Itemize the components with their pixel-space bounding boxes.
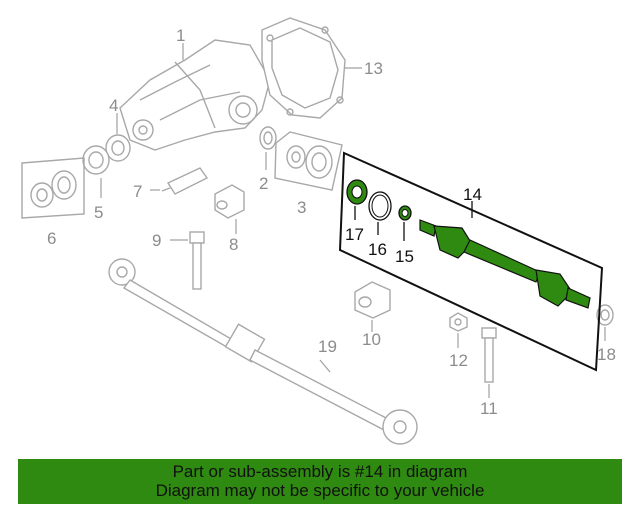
axle-shaft-assembly-14[interactable] <box>338 151 604 372</box>
driveshaft-19[interactable] <box>108 258 418 445</box>
callout-6: 6 <box>47 229 56 248</box>
sealant-tube-7[interactable] <box>161 167 209 195</box>
seal-4[interactable] <box>105 134 131 162</box>
info-banner: Part or sub-assembly is #14 in diagram D… <box>18 459 622 504</box>
bolt-11[interactable] <box>481 327 497 383</box>
callout-16: 16 <box>368 240 387 259</box>
differential-housing[interactable] <box>119 39 271 151</box>
callout-14: 14 <box>463 185 482 204</box>
callout-10: 10 <box>362 330 381 349</box>
seal-kit-3[interactable] <box>274 131 343 191</box>
banner-line-2: Diagram may not be specific to your vehi… <box>155 481 485 500</box>
banner-line-1: Part or sub-assembly is #14 in diagram <box>172 462 468 481</box>
callout-17: 17 <box>345 225 364 244</box>
cap-18[interactable] <box>596 304 614 326</box>
callout-9: 9 <box>152 231 161 250</box>
bearing-5[interactable] <box>82 145 110 175</box>
callout-8: 8 <box>229 235 238 254</box>
callout-11: 11 <box>480 399 498 418</box>
callout-7: 7 <box>133 182 142 201</box>
nut-12[interactable] <box>449 312 468 332</box>
bushing-8[interactable] <box>214 184 245 219</box>
callout-12: 12 <box>449 351 468 370</box>
callout-3: 3 <box>297 198 306 217</box>
callout-15: 15 <box>395 247 414 266</box>
callout-5: 5 <box>94 203 103 222</box>
callout-13: 13 <box>364 59 383 78</box>
bushing-10[interactable] <box>354 281 391 319</box>
callout-4: 4 <box>109 96 118 115</box>
bolt-9[interactable] <box>189 231 205 290</box>
callout-1: 1 <box>176 26 185 45</box>
callout-2: 2 <box>259 174 268 193</box>
seal-2[interactable] <box>259 126 277 150</box>
callout-19: 19 <box>318 337 337 356</box>
callout-18: 18 <box>597 345 616 364</box>
parts-diagram: 1 13 4 5 6 7 8 <box>21 17 616 445</box>
seal-kit-6[interactable] <box>21 157 85 219</box>
differential-cover[interactable] <box>261 17 346 119</box>
